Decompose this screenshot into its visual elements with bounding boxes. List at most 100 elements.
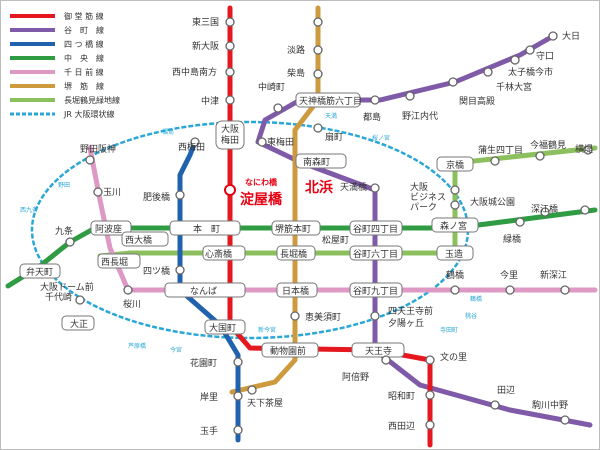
station-higobashi[interactable] — [175, 190, 185, 200]
station-nagahoribashi[interactable] — [276, 245, 316, 261]
station-tennoji[interactable] — [351, 342, 405, 358]
station-noe[interactable] — [405, 91, 415, 101]
station-miyakojima[interactable] — [370, 95, 380, 105]
station-sakaisuji-top1[interactable] — [313, 17, 323, 27]
station-label-higashi-umeda: 東梅田 — [267, 136, 294, 148]
station-nakatsu[interactable] — [225, 95, 235, 105]
station-tanabe[interactable] — [490, 400, 500, 410]
station-showacho[interactable] — [425, 390, 435, 400]
station-label-shitennoji-1: 四天王寺前 — [388, 305, 433, 317]
station-nishitanabe[interactable] — [425, 420, 435, 430]
station-hanazono[interactable] — [233, 357, 243, 367]
station-shin-osaka[interactable] — [225, 41, 235, 51]
station-yotsubashi[interactable] — [175, 265, 185, 275]
station-label-business-park-2: ビジネス — [410, 192, 446, 203]
station-label-taishibashi: 太子橋今市 — [508, 66, 553, 78]
station-imafuku[interactable] — [535, 151, 545, 161]
station-kujo[interactable] — [65, 237, 75, 247]
station-fukaebashi[interactable] — [540, 207, 550, 217]
legend-label-chuo: 中 央 線 — [64, 53, 104, 63]
station-tsuruhashi[interactable] — [450, 285, 460, 295]
station-label-umeda-1: 大阪 — [221, 123, 239, 135]
station-yodoyabashi[interactable] — [224, 184, 236, 196]
station-gamo4[interactable] — [490, 156, 500, 166]
station-kishinosato[interactable] — [233, 391, 243, 401]
station-dainichi[interactable] — [548, 31, 558, 41]
station-kyobashi[interactable] — [436, 156, 474, 172]
station-abeno[interactable] — [381, 355, 391, 365]
station-label-morinomiya: 森ノ宮 — [440, 220, 467, 232]
station-tamade[interactable] — [233, 425, 243, 435]
station-higashi-umeda[interactable] — [257, 137, 267, 147]
station-moriguchi[interactable] — [525, 45, 535, 55]
station-namba[interactable] — [164, 282, 246, 298]
station-tanimachi6[interactable] — [349, 245, 403, 261]
yotsubashi-line — [177, 139, 241, 443]
station-nishinakajima[interactable] — [225, 67, 235, 77]
jr-label-tsuruhashi: 鶴橋 — [470, 295, 482, 303]
station-tanimachi4[interactable] — [349, 220, 403, 236]
station-sakaisuji-top2[interactable] — [313, 45, 323, 55]
station-tenroku[interactable] — [295, 92, 361, 108]
station-label-bentencho: 弁天町 — [26, 266, 53, 278]
station-label-dobutsuen: 動物園前 — [270, 345, 306, 357]
station-tamagawa[interactable] — [93, 187, 103, 197]
legend-label-sakaisuji: 堺 筋 線 — [64, 81, 104, 91]
station-taishibashi[interactable] — [510, 55, 520, 65]
station-fuminosato[interactable] — [425, 355, 435, 365]
station-label-kyobashi: 京橋 — [446, 159, 464, 171]
station-minami-morimachi[interactable] — [295, 153, 347, 169]
station-nodahanshin[interactable] — [85, 155, 95, 165]
station-dome[interactable] — [75, 295, 85, 305]
legend-label-tanimachi: 谷 町 線 — [64, 25, 104, 35]
station-nakazakicho[interactable] — [273, 103, 283, 113]
station-label-nishinakajima: 西中島南方 — [172, 66, 217, 78]
station-takaida[interactable] — [580, 205, 590, 215]
station-daikokucho[interactable] — [204, 319, 246, 335]
station-taisho[interactable] — [61, 315, 95, 331]
station-sakaisuji-hommachi[interactable] — [271, 220, 321, 236]
station-ebisucho[interactable] — [290, 311, 300, 321]
station-ogimachi[interactable] — [313, 123, 323, 133]
station-nishinagahori[interactable] — [97, 253, 141, 269]
station-komagawa[interactable] — [560, 415, 570, 425]
station-label-abeno: 阿倍野 — [342, 371, 369, 383]
chuo-line — [5, 207, 598, 289]
station-shin-fukae[interactable] — [560, 285, 570, 295]
station-kyobashi-jr[interactable] — [450, 185, 460, 195]
station-sekime[interactable] — [448, 77, 458, 87]
station-midoribashi[interactable] — [515, 217, 525, 227]
station-hommachi[interactable] — [169, 220, 241, 236]
station-tenmabashi[interactable] — [370, 183, 380, 193]
station-nishi-ohashi[interactable] — [121, 231, 169, 247]
station-label-shin-fukae: 新深江 — [540, 269, 567, 281]
station-tamatsukuri[interactable] — [436, 245, 474, 261]
jr-label-momodani: 桃谷 — [465, 312, 477, 320]
station-morinomiya[interactable] — [431, 217, 479, 233]
station-imazato[interactable] — [505, 285, 515, 295]
station-label-taisho: 大正 — [70, 318, 88, 330]
station-yokozutsumi[interactable] — [583, 145, 593, 155]
station-shitennoji[interactable] — [370, 311, 380, 321]
station-label-nagahoribashi: 長堀橋 — [280, 248, 307, 260]
station-label-tamatsukuri: 玉造 — [445, 248, 463, 260]
station-umeda[interactable] — [215, 120, 245, 150]
station-dobutsuen[interactable] — [261, 342, 319, 358]
station-awaza[interactable] — [90, 220, 132, 236]
station-tanimachi9[interactable] — [349, 282, 403, 298]
station-nipponbashi[interactable] — [276, 282, 318, 298]
station-label-tennoji: 天王寺 — [365, 346, 392, 357]
station-nishi-umeda[interactable] — [190, 137, 200, 147]
station-shinsaibashi[interactable] — [202, 245, 246, 261]
station-sakuragawa[interactable] — [123, 285, 133, 295]
station-sakaisuji-top3[interactable] — [313, 69, 323, 79]
station-osakajokoen[interactable] — [450, 200, 460, 210]
station-tengachaya[interactable] — [247, 385, 257, 395]
station-sembayashi[interactable] — [483, 67, 493, 77]
jr-label-noda: 野田 — [58, 181, 70, 189]
station-label-tenroku: 天神橋筋六丁目 — [299, 95, 362, 107]
jr-label-fukushima: 福島 — [162, 128, 174, 136]
station-higashi-mikuni[interactable] — [225, 17, 235, 27]
station-label-sakaisuji-hommachi: 堺筋本町 — [275, 223, 311, 235]
station-bentencho[interactable] — [19, 263, 61, 279]
